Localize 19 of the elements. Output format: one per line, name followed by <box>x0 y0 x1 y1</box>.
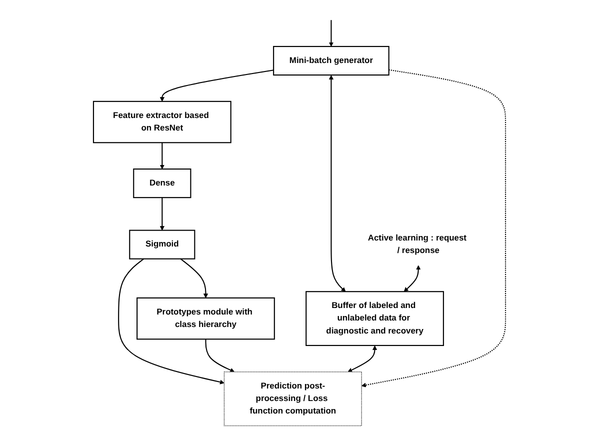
arrow <box>118 258 224 384</box>
node-box <box>129 230 196 260</box>
arrow <box>205 339 235 372</box>
arrow <box>160 198 164 231</box>
node-box <box>306 291 444 346</box>
arrow <box>404 265 421 292</box>
arrow <box>180 258 208 298</box>
arrow <box>328 75 346 292</box>
arrow <box>348 345 378 372</box>
node-box <box>136 297 275 340</box>
arrow <box>328 20 334 47</box>
arrow <box>160 70 274 102</box>
node-box <box>273 46 390 76</box>
arrow <box>160 142 164 170</box>
node-box <box>133 168 192 198</box>
node-box <box>92 100 232 144</box>
node-box <box>224 372 362 426</box>
arrow <box>361 69 506 388</box>
node-text: Active learning : request / response <box>368 233 466 256</box>
